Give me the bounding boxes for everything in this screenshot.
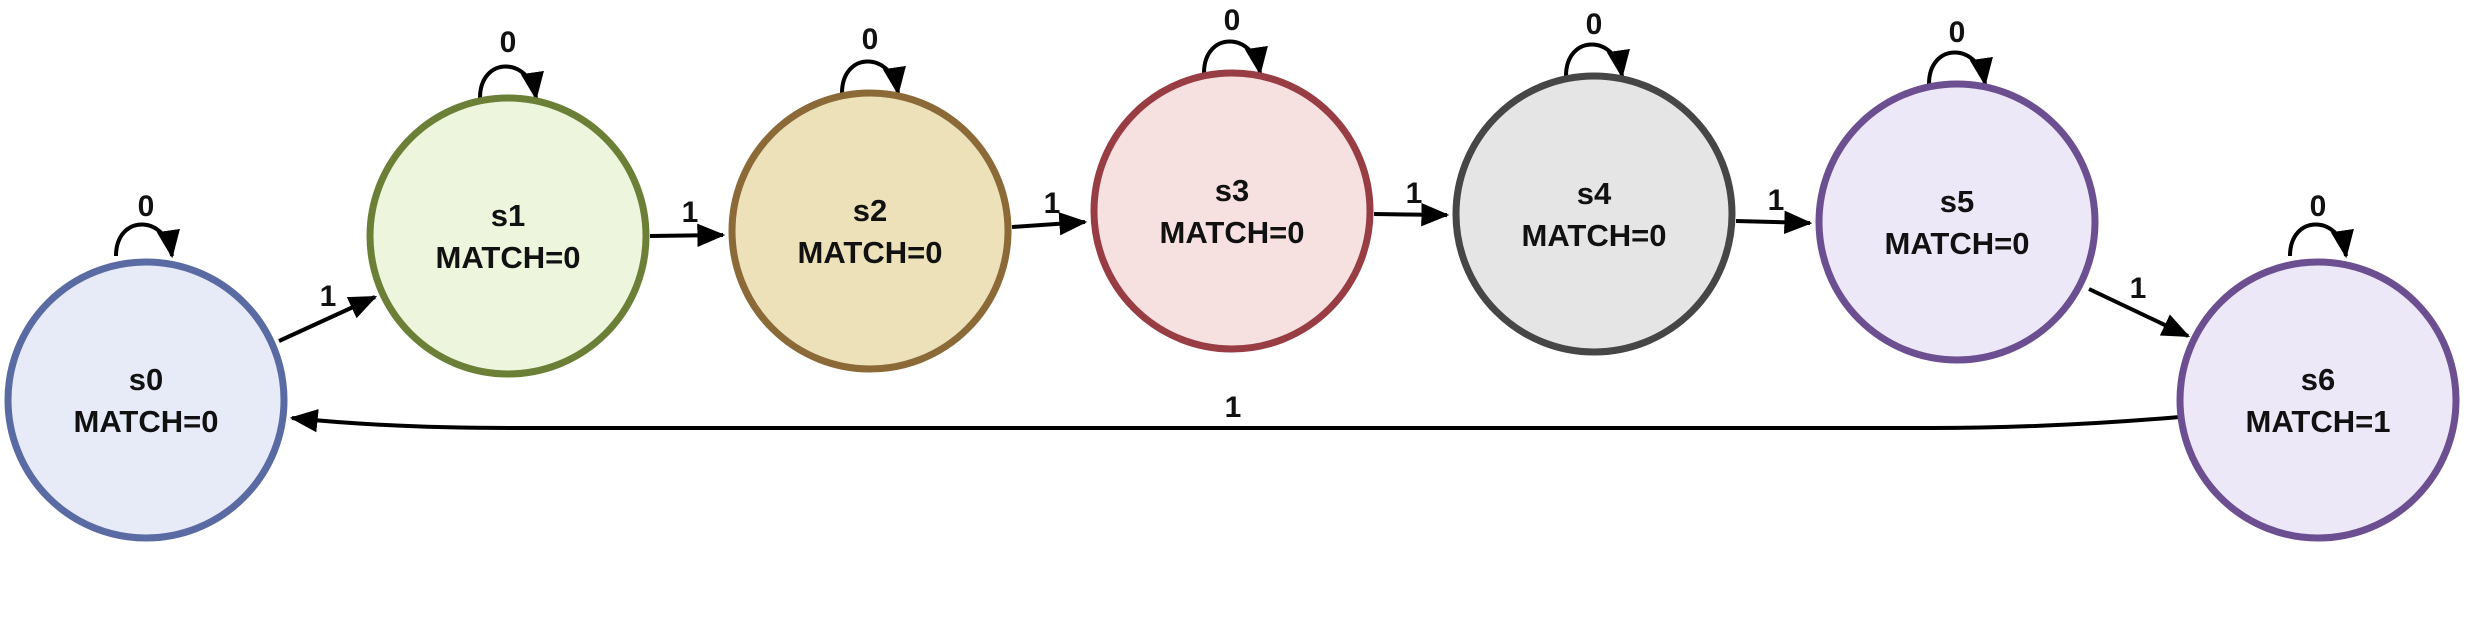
state-border (4, 258, 288, 542)
state-circle (1456, 76, 1732, 352)
edge-label-s4-s5: 1 (1768, 184, 1785, 217)
state-output: MATCH=1 (2246, 404, 2391, 439)
state-name: s6 (2301, 362, 2335, 397)
edge-s3-s4 (1373, 202, 1450, 227)
state-name: s4 (1577, 176, 1612, 211)
edge-s5-s6 (2088, 287, 2191, 338)
state-s0: s0 MATCH=0 (4, 258, 288, 542)
state-border (366, 94, 650, 378)
state-s2: s2 MATCH=0 (728, 89, 1012, 373)
state-s5: s5 MATCH=0 (1815, 80, 2099, 364)
state-output: MATCH=0 (1885, 226, 2030, 261)
edge-s3-self (1202, 39, 1268, 76)
edge-label-s3-s4: 1 (1406, 177, 1423, 210)
edge-s1-s2 (649, 223, 726, 248)
edge-label-s6-self: 0 (2310, 190, 2327, 223)
state-name: s1 (491, 198, 525, 233)
edge-label-s1-self: 0 (500, 26, 517, 59)
edge-s1-self (478, 64, 544, 101)
edge-label-s1-s2: 1 (682, 196, 699, 229)
state-name: s5 (1940, 184, 1974, 219)
edge-label-s4-self: 0 (1586, 8, 1603, 41)
state-circle (370, 98, 646, 374)
state-circle (8, 262, 284, 538)
state-s4: s4 MATCH=0 (1452, 72, 1736, 356)
edge-s0-s1 (278, 295, 378, 343)
edge-label-s2-self: 0 (862, 23, 879, 56)
state-border (2176, 258, 2460, 542)
state-circle (732, 93, 1008, 369)
state-border (728, 89, 1012, 373)
state-output: MATCH=0 (436, 240, 581, 275)
state-name: s0 (129, 362, 163, 397)
edge-labels: 0 0 0 0 0 0 0 1 1 1 1 1 1 1 (138, 4, 2327, 424)
edge-label-s3-self: 0 (1224, 4, 1241, 37)
state-border (1452, 72, 1736, 356)
state-circle (1819, 84, 2095, 360)
state-s3: s3 MATCH=0 (1090, 69, 1374, 353)
state-s1: s1 MATCH=0 (366, 94, 650, 378)
edge-s6-self (2288, 222, 2354, 259)
edge-label-s0-s1: 1 (320, 280, 337, 313)
state-output: MATCH=0 (798, 235, 943, 270)
state-circle (2180, 262, 2456, 538)
state-border (1090, 69, 1374, 353)
state-output: MATCH=0 (1522, 218, 1667, 253)
edge-s4-self (1564, 42, 1630, 79)
state-output: MATCH=0 (74, 404, 219, 439)
edge-s5-self (1927, 50, 1993, 87)
state-s6: s6 MATCH=1 (2176, 258, 2460, 542)
state-name: s2 (853, 193, 887, 228)
edge-s2-self (840, 59, 906, 96)
edge-label-s5-s6: 1 (2130, 272, 2147, 305)
state-circle (1094, 73, 1370, 349)
edge-label-s6-s0: 1 (1225, 391, 1242, 424)
state-border (1815, 80, 2099, 364)
edge-label-s5-self: 0 (1949, 16, 1966, 49)
edge-s4-s5 (1735, 210, 1813, 234)
edge-label-s2-s3: 1 (1044, 187, 1061, 220)
state-name: s3 (1215, 173, 1249, 208)
edges (114, 39, 2354, 433)
edge-s2-s3 (1011, 212, 1088, 236)
state-output: MATCH=0 (1160, 215, 1305, 250)
edge-s6-s0 (289, 408, 2181, 433)
edge-s0-self (114, 222, 180, 259)
edge-label-s0-self: 0 (138, 190, 155, 223)
